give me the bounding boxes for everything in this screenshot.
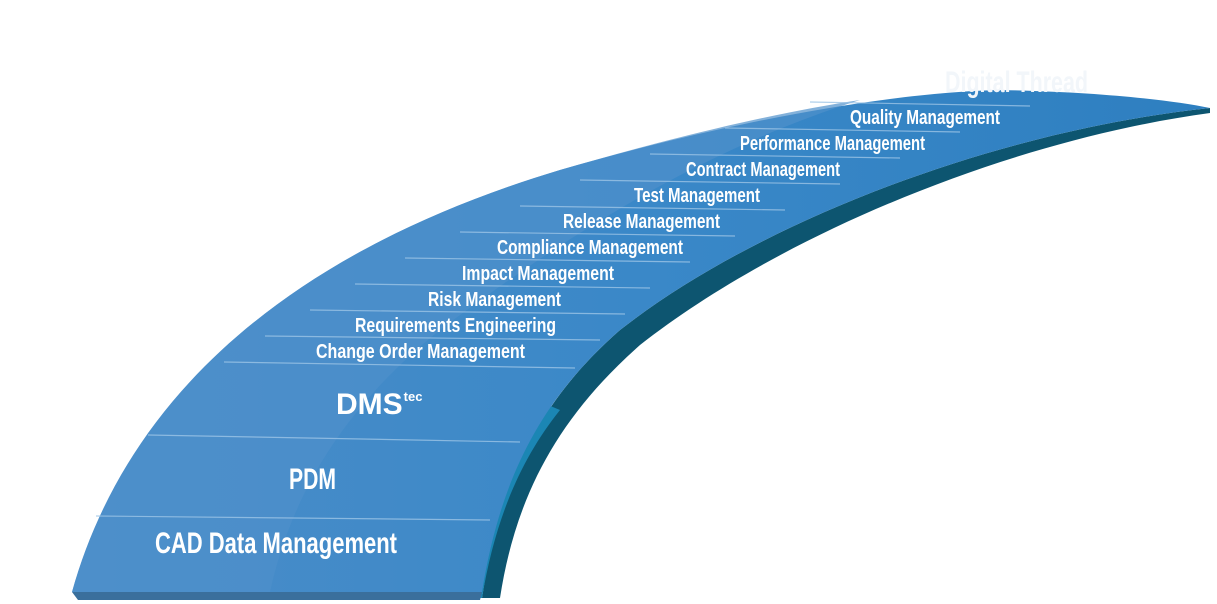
stage-dms-superscript: tec <box>404 389 423 404</box>
stage-compliance-management: Compliance Management <box>497 237 683 259</box>
road-left-face <box>72 100 860 592</box>
diagram-title-digital-thread: Digital Thread <box>945 66 1088 99</box>
road-surface <box>72 90 1210 592</box>
stage-performance-management: Performance Management <box>740 133 925 155</box>
stage-test-management: Test Management <box>634 185 760 207</box>
stage-change-order-management: Change Order Management <box>316 341 525 363</box>
stage-risk-management: Risk Management <box>428 289 561 311</box>
stage-dms-label: DMStec <box>336 388 422 421</box>
segment-dividers <box>95 101 1031 521</box>
stage-quality-management: Quality Management <box>850 107 1000 129</box>
stage-release-management: Release Management <box>563 211 720 233</box>
stage-pdm: PDM <box>289 463 336 496</box>
stage-impact-management: Impact Management <box>462 263 614 285</box>
road-underside <box>482 108 1210 598</box>
stage-contract-management: Contract Management <box>686 159 840 181</box>
stage-requirements-engineering: Requirements Engineering <box>355 315 556 337</box>
stage-labels: CAD Data Management PDM DMStec Change Or… <box>155 66 1088 560</box>
road-bottom-lip <box>72 592 482 600</box>
stage-cad-data-management: CAD Data Management <box>155 527 397 560</box>
stage-dms: DMS <box>336 388 403 421</box>
